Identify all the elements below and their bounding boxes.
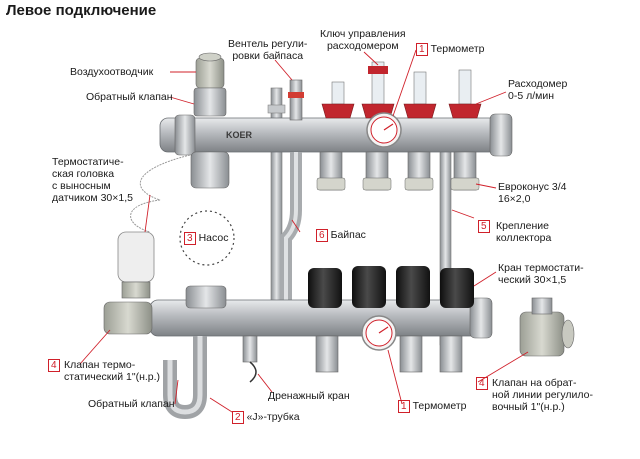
label-bracket: 5	[478, 220, 493, 233]
label-pump-text: Насос	[198, 232, 229, 244]
lower-manifold	[103, 285, 493, 339]
label-thermo-valve-text: Клапан термо- статический 1"(н.р.)	[64, 359, 160, 383]
label-flow-key-line-1: Ключ управления	[320, 28, 406, 40]
label-thermo-head-line-1: Термостатиче-	[52, 156, 124, 168]
label-check-valve-bottom-text: Обратный клапан	[88, 398, 175, 410]
flowmeters	[321, 61, 482, 119]
label-bracket-line-1: Крепление	[496, 220, 549, 232]
label-flow-key: Ключ управления расходомером	[320, 28, 406, 52]
label-euroconus-line-1: Евроконус 3/4	[498, 181, 567, 193]
page-title: Левое подключение	[6, 2, 157, 19]
label-check-valve-top: Обратный клапан	[86, 91, 173, 103]
label-bracket-text: Крепление коллектора	[496, 220, 551, 244]
badge-number: 1	[416, 43, 428, 56]
label-air-vent: Воздухоотводчик	[70, 66, 153, 78]
label-return-valve-text: Клапан на обрат- ной линии регулило- воч…	[492, 377, 593, 413]
thermometer-bottom	[361, 315, 397, 351]
label-thermo-head-line-3: с выносным	[52, 180, 111, 192]
label-bypass-valve-line-1: Вентель регули-	[228, 38, 308, 50]
label-flowmeter-line-2: 0-5 л/мин	[508, 90, 555, 102]
label-flow-key-line-2: расходомером	[326, 40, 399, 52]
label-drain-valve: Дренажный кран	[268, 390, 350, 402]
thermostatic-head	[117, 154, 191, 299]
badge-number: 6	[316, 229, 328, 242]
label-bypass-valve: Вентель регули- ровки байпаса	[228, 38, 307, 62]
thermometer-top	[366, 112, 402, 148]
label-thermo-valve-caps-line-1: Кран термостати-	[498, 262, 584, 274]
label-thermometer-bottom-text: Термометр	[412, 400, 467, 412]
label-j-tube-text: «J»-трубка	[246, 411, 300, 423]
badge-number: 4	[48, 359, 60, 372]
label-return-valve: 4	[476, 377, 491, 390]
label-air-vent-text: Воздухоотводчик	[70, 66, 154, 78]
return-valve	[519, 297, 575, 357]
bypass-assembly	[280, 79, 304, 300]
label-thermo-head-line-2: ская головка	[52, 168, 115, 180]
label-flowmeter-line-1: Расходомер	[508, 78, 568, 90]
label-return-valve-line-2: ной линии регулило-	[492, 389, 593, 401]
air-vent	[190, 52, 230, 189]
label-thermo-valve: 4	[48, 359, 63, 372]
upper-manifold: KOER	[159, 113, 513, 157]
pump-placeholder	[179, 210, 235, 266]
label-bracket-line-2: коллектора	[496, 232, 552, 244]
badge-number: 2	[232, 411, 244, 424]
label-thermo-head: Термостатиче- ская головка с выносным да…	[52, 156, 133, 204]
label-euroconus: Евроконус 3/4 16×2,0	[498, 181, 567, 205]
brand-logo: KOER	[226, 130, 253, 140]
label-check-valve-bottom: Обратный клапан	[88, 398, 175, 410]
lower-outlets	[315, 335, 463, 373]
label-thermo-head-line-4: датчиком 30×1,5	[52, 192, 133, 204]
badge-number: 3	[184, 232, 196, 245]
label-thermo-valve-line-2: статический 1"(н.р.)	[64, 371, 161, 383]
j-tube	[163, 336, 207, 420]
drain-valve	[242, 335, 258, 383]
label-return-valve-line-3: вочный 1"(н.р.)	[492, 401, 565, 413]
label-drain-valve-text: Дренажный кран	[268, 390, 350, 402]
label-bypass-text: Байпас	[330, 229, 366, 241]
thermo-valve-caps	[308, 266, 474, 308]
label-j-tube: 2«J»-трубка	[232, 411, 300, 424]
label-thermo-valve-caps: Кран термостати- ческий 30×1,5	[498, 262, 584, 286]
label-thermometer-top-text: Термометр	[430, 43, 485, 55]
label-thermo-valve-caps-line-2: ческий 30×1,5	[498, 274, 567, 286]
label-return-valve-line-1: Клапан на обрат-	[492, 377, 577, 389]
badge-number: 4	[476, 377, 488, 390]
label-thermo-valve-line-1: Клапан термо-	[64, 359, 136, 371]
badge-number: 1	[398, 400, 410, 413]
label-bypass-valve-line-2: ровки байпаса	[232, 50, 304, 62]
upper-outlets	[316, 151, 480, 191]
label-euroconus-line-2: 16×2,0	[498, 193, 531, 205]
label-flowmeter: Расходомер 0-5 л/мин	[508, 78, 567, 102]
badge-number: 5	[478, 220, 490, 233]
label-check-valve-top-text: Обратный клапан	[86, 91, 173, 103]
